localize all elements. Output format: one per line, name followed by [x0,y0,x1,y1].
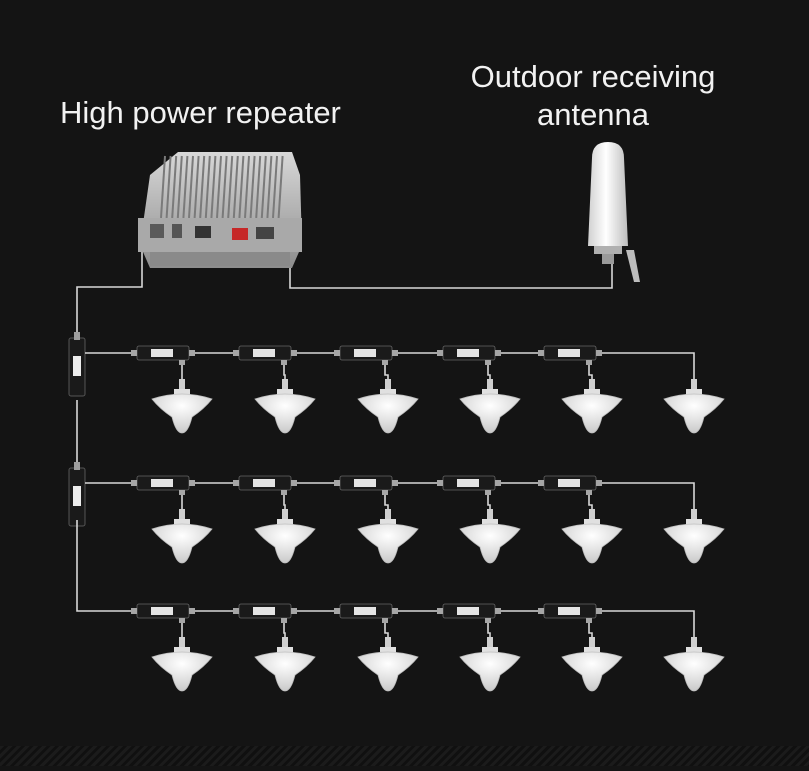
ceiling-antenna-icon [151,379,213,434]
coupler-icon [233,475,297,495]
ceiling-antenna-icon [151,509,213,564]
outdoor-antenna-label: Outdoor receiving antenna [446,58,740,134]
repeater-unit-icon [138,152,302,268]
ceiling-antenna-icon [459,637,521,692]
ceiling-antenna-icon [254,379,316,434]
bottom-decoration [0,746,809,766]
ceiling-antenna-icon [459,509,521,564]
repeater-label: High power repeater [60,95,341,130]
coupler-icon [334,603,398,623]
coupler-icon [334,345,398,365]
power-splitter-icon [68,332,86,397]
feeder-cable-repeater [76,252,143,343]
ceiling-antenna-icon [459,379,521,434]
coupler-icon [233,603,297,623]
ceiling-antenna-icon [663,509,725,564]
ceiling-antenna-icon [561,637,623,692]
coupler-icon [334,475,398,495]
coupler-icon [538,603,602,623]
outdoor-antenna-label-line2: antenna [536,97,650,132]
ceiling-antenna-icon [561,379,623,434]
ceiling-antenna-icon [254,637,316,692]
coupler-icon [437,345,501,365]
coupler-icon [538,345,602,365]
feeder-cable-outdoor [289,264,613,289]
omni-antenna-icon [588,142,640,282]
ceiling-antenna-icon [151,637,213,692]
coupler-icon [233,345,297,365]
ceiling-antenna-icon [357,379,419,434]
ceiling-antenna-icon [663,637,725,692]
ceiling-antenna-icon [254,509,316,564]
coupler-icon [131,603,195,623]
coupler-icon [437,603,501,623]
coupler-icon [131,475,195,495]
ceiling-antenna-icon [663,379,725,434]
ceiling-antenna-icon [357,509,419,564]
coupler-icon [131,345,195,365]
ceiling-antenna-icon [357,637,419,692]
coupler-icon [437,475,501,495]
power-splitter-icon [68,462,86,527]
outdoor-antenna-label-line1: Outdoor receiving [470,59,716,94]
coupler-icon [538,475,602,495]
ceiling-antenna-icon [561,509,623,564]
